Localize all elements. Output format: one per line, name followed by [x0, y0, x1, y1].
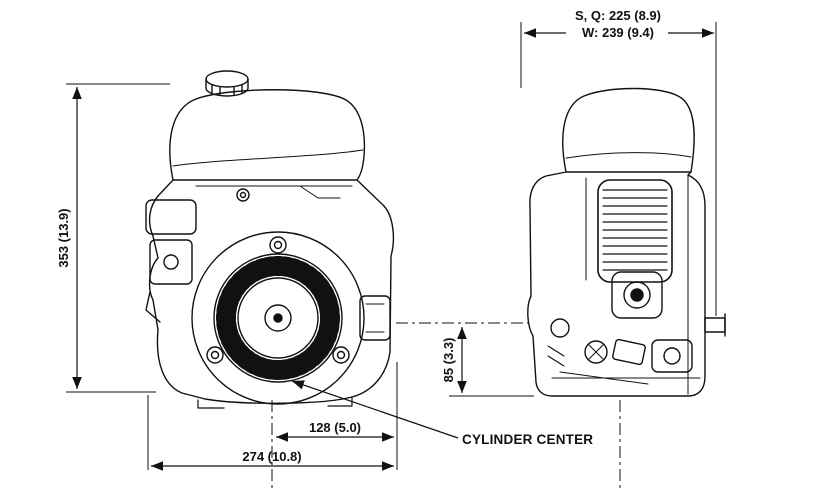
- recoil-starter: [191, 231, 365, 405]
- governor-plate: [612, 338, 646, 366]
- muffler-body: [651, 339, 693, 373]
- top-bolt: [236, 188, 250, 202]
- crankcase-port: [623, 281, 651, 309]
- label-top-width-w: W: 239 (9.4): [582, 25, 654, 40]
- muffler-bracket: [359, 295, 391, 341]
- dimension-lines: [66, 22, 717, 471]
- vent-louvers: [547, 345, 565, 367]
- label-overall-width: 274 (10.8): [242, 449, 301, 464]
- side-body: [527, 171, 706, 397]
- fuel-tank-seam: [172, 149, 364, 167]
- engine-front-view: [145, 70, 395, 409]
- dim-cylinder-offset: [276, 362, 398, 470]
- throttle-linkage: [299, 185, 341, 199]
- dimension-labels: 353 (13.9) S, Q: 225 (8.9) W: 239 (9.4) …: [56, 8, 661, 464]
- fuel-valve-knob: [550, 318, 570, 338]
- side-tank-seam: [565, 152, 692, 159]
- top-bolt-center: [239, 191, 247, 199]
- label-pto-height: 85 (3.3): [441, 338, 456, 383]
- fuel-tank: [169, 89, 366, 181]
- dim-overall-height: [66, 83, 170, 393]
- dim-pto-height: [449, 327, 534, 397]
- cylinder-center-leader: [291, 380, 459, 439]
- crankcase-port-center: [630, 288, 644, 302]
- centerlines: [271, 322, 621, 488]
- shroud-bolts: [206, 236, 350, 364]
- label-overall-height: 353 (13.9): [56, 208, 71, 267]
- cylinder-fins: [597, 179, 673, 283]
- label-top-width-sq: S, Q: 225 (8.9): [575, 8, 661, 23]
- mount-foot-right: [327, 397, 353, 407]
- oil-cap-cross: [588, 344, 604, 360]
- crankcase-boss: [611, 271, 663, 319]
- label-cylinder-center: CYLINDER CENTER: [462, 432, 593, 447]
- base-diagonal: [559, 371, 649, 385]
- cooling-vent-ring: [216, 256, 340, 380]
- engine-side-view: [527, 87, 726, 397]
- oil-cap: [584, 340, 608, 364]
- muffler-bolt: [663, 347, 681, 365]
- pto-shaft: [704, 313, 726, 337]
- mount-foot-left: [197, 399, 225, 409]
- carburetor: [145, 199, 197, 323]
- side-fuel-tank: [562, 87, 695, 173]
- label-cylinder-offset: 128 (5.0): [309, 420, 361, 435]
- dim-overall-width: [147, 395, 394, 471]
- fan-shroud: [148, 179, 395, 404]
- dim-top-width: [520, 22, 717, 316]
